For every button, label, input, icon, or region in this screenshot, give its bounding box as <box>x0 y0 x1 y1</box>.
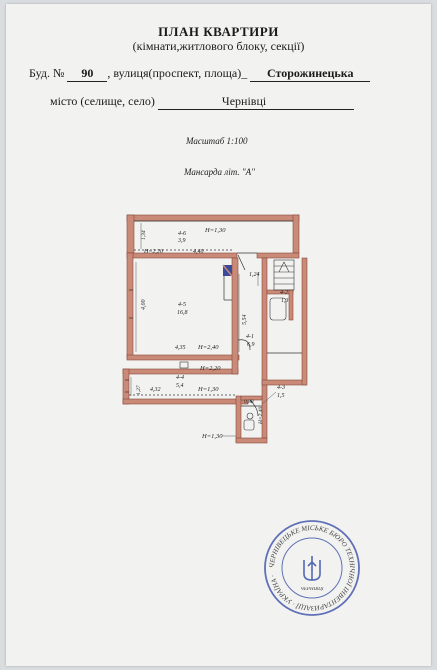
scale-label: Масштаб 1:100 <box>186 136 248 146</box>
wall <box>301 257 308 386</box>
room-id: 4-3 <box>277 384 285 391</box>
wall <box>126 252 134 359</box>
trident-icon <box>303 556 321 581</box>
plan-lines <box>125 220 302 417</box>
wall <box>126 354 240 361</box>
wall <box>122 398 249 405</box>
stove <box>222 264 233 277</box>
dimension-label: 4,35 <box>175 344 186 351</box>
dimension-label: 4,40 <box>193 248 204 255</box>
street-label: , вулиця(проспект, площа)_ <box>107 66 248 80</box>
dimension-label: 1,27 <box>136 385 142 395</box>
dimension-label: 1,24 <box>249 271 260 278</box>
document-subtitle: (кімнати,житлового блоку, секції) <box>132 39 305 53</box>
wall <box>292 214 300 254</box>
wall <box>126 214 300 222</box>
room-area: 3,9 <box>177 238 186 244</box>
street-value: Сторожинецька <box>250 66 371 82</box>
height-label: H=1,30 <box>197 386 219 393</box>
dimension-label: 4,32 <box>150 386 161 393</box>
city-label: місто (селище, село) <box>50 94 155 108</box>
stamp-center-text: ЧЕРНІВЦІ <box>300 587 323 592</box>
wall <box>235 395 242 443</box>
room-id: 4-5 <box>178 301 186 308</box>
wall <box>126 214 135 254</box>
wall <box>235 437 268 444</box>
document-title: ПЛАН КВАРТИРИ <box>158 24 279 39</box>
height-label: H=2,20 <box>143 249 163 255</box>
room-area: 5,4 <box>176 382 184 389</box>
room-id: 4-1 <box>246 333 254 340</box>
room-id: 4-6 <box>178 230 186 237</box>
height-label: H=1,30 <box>204 227 226 234</box>
room-id: 4-2 <box>280 289 288 296</box>
height-label: H=1,30 <box>201 433 223 440</box>
wall <box>288 289 294 321</box>
building-label: Буд. № <box>29 66 65 80</box>
height-label: H=2,20 <box>199 365 221 372</box>
height-label: H=2,40 <box>197 344 219 351</box>
room-area: 1,3 <box>281 298 289 304</box>
building-number: 90 <box>67 66 108 82</box>
height-label: H=2,40 <box>257 406 264 425</box>
room-area: 16,8 <box>177 310 188 316</box>
city-line: місто (селище, село) Чернівці <box>50 94 354 110</box>
wall <box>231 257 239 375</box>
fixtures <box>179 297 287 431</box>
wall <box>256 252 300 259</box>
dimension-label: 0,88 <box>244 399 254 405</box>
room-id: 4-4 <box>176 374 184 381</box>
floor-label: Мансарда літ. "А" <box>184 167 255 177</box>
plan-walls <box>122 214 308 444</box>
dimension-label: 1,34 <box>140 230 147 240</box>
room-area: 6,9 <box>247 342 255 348</box>
dimension-lines <box>130 223 259 396</box>
stairs <box>273 259 295 291</box>
dimension-label: 5,54 <box>241 315 248 326</box>
room-area: 1,5 <box>277 393 285 399</box>
official-stamp: ЧЕРНІВЕЦЬКЕ МІСЬКЕ БЮРО ТЕХНІЧНОЇ ІНВЕНТ… <box>264 520 360 616</box>
document-sheet <box>6 4 431 666</box>
wall <box>240 395 263 401</box>
dimension-label: 4,00 <box>140 300 147 311</box>
address-line: Буд. № 90, вулиця(проспект, площа)_ Стор… <box>29 66 371 82</box>
city-value: Чернівці <box>221 94 354 110</box>
wall <box>122 368 239 375</box>
